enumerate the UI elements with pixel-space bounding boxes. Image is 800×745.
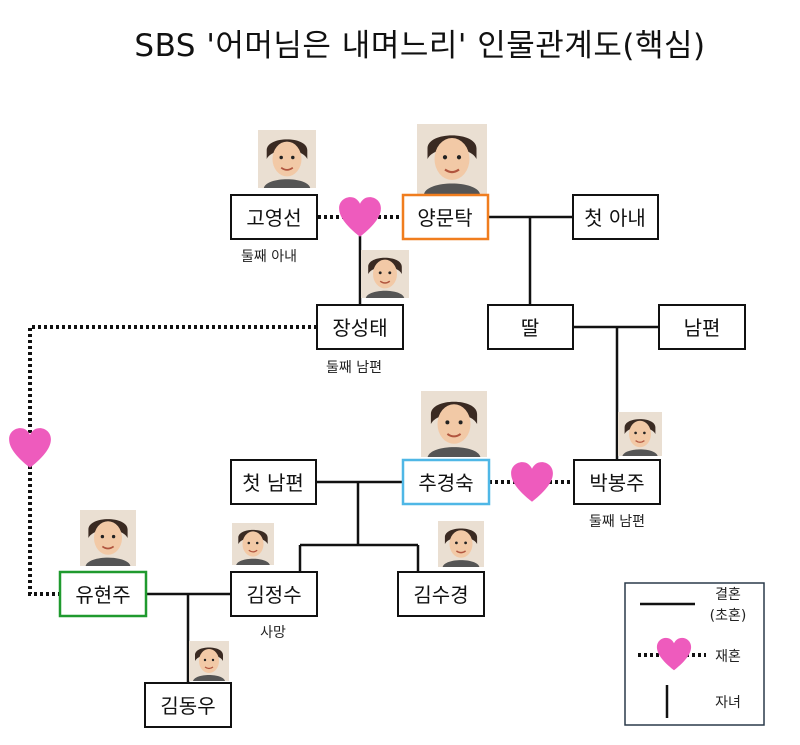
legend-child-label: 자녀: [715, 695, 741, 711]
node-label-parkbongju: 박봉주: [589, 471, 644, 495]
node-label-first-husband: 첫 남편: [242, 471, 304, 495]
heart-icon: [9, 428, 51, 468]
portrait-kimdongwoo-icon: [189, 640, 229, 682]
caption-kimjeongsu: 사망: [260, 625, 286, 641]
node-first-wife: 첫 아내: [572, 194, 659, 240]
node-label-daughter: 딸: [521, 316, 539, 340]
node-husband: 남편: [658, 304, 746, 350]
node-goyoungseon: 고영선: [230, 194, 318, 240]
portrait-kimsugyeong-icon: [438, 520, 484, 568]
node-label-goyoungseon: 고영선: [246, 206, 301, 230]
caption-jangseongtae: 둘째 남편: [326, 360, 382, 376]
node-label-yuhyeonju: 유현주: [75, 583, 130, 607]
portrait-goyoungseon-icon: [258, 128, 316, 190]
portrait-kimjeongsu-icon: [232, 522, 274, 566]
caption-parkbongju: 둘째 남편: [589, 514, 645, 530]
portrait-chugyeongsuk-icon: [421, 390, 487, 458]
node-label-kimsugyeong: 김수경: [413, 583, 468, 607]
node-chugyeongsuk: 추경숙: [401, 458, 491, 506]
heart-icon: [339, 197, 381, 237]
node-kimdongwoo: 김동우: [144, 682, 232, 728]
legend-marriage-note: (초혼): [710, 608, 747, 624]
node-label-chugyeongsuk: 추경숙: [418, 471, 473, 495]
caption-goyoungseon: 둘째 아내: [241, 249, 297, 265]
node-captions: 둘째 아내 둘째 남편 둘째 남편 사망: [241, 249, 645, 641]
node-label-first-wife: 첫 아내: [584, 206, 646, 230]
node-kimjeongsu: 김정수: [230, 571, 318, 617]
legend: 결혼 (초혼) 재혼 자녀: [624, 582, 765, 726]
node-daughter: 딸: [487, 304, 574, 350]
node-label-jangseongtae: 장성태: [332, 316, 387, 340]
node-yangmuntak: 양문탁: [401, 193, 490, 241]
legend-marriage-label: 결혼: [715, 587, 741, 603]
node-label-kimjeongsu: 김정수: [246, 583, 301, 607]
legend-remarriage-label: 재혼: [715, 649, 741, 665]
node-kimsugyeong: 김수경: [397, 571, 485, 617]
node-label-kimdongwoo: 김동우: [160, 694, 215, 718]
node-parkbongju: 박봉주: [573, 459, 661, 505]
portrait-yangmuntak-icon: [416, 124, 488, 194]
portrait-parkbongju-icon: [618, 411, 662, 457]
node-jangseongtae: 장성태: [316, 304, 404, 350]
node-label-yangmuntak: 양문탁: [417, 206, 472, 230]
node-label-husband: 남편: [684, 316, 721, 340]
person-nodes: 고영선 양문탁 첫 아내 장성태 딸 남편 첫 남편 추경숙: [58, 193, 746, 728]
portrait-jangseongtae-icon: [361, 249, 409, 299]
portrait-yuhyeonju-icon: [80, 509, 136, 567]
node-first-husband: 첫 남편: [230, 459, 317, 505]
diagram-title: SBS '어머님은 내며느리' 인물관계도(핵심): [134, 28, 706, 64]
heart-icon: [511, 462, 553, 502]
node-yuhyeonju: 유현주: [58, 570, 148, 618]
